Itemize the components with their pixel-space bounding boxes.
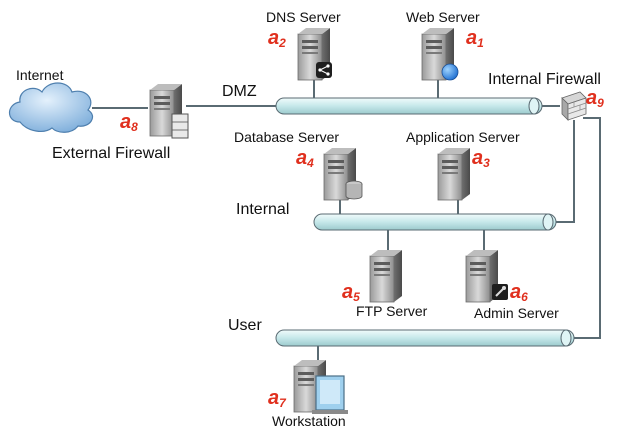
svg-text:a2: a2: [268, 27, 286, 50]
annotation-a8: a8: [120, 111, 138, 134]
annotation-a2: a2: [268, 27, 286, 50]
application-server-icon: [437, 147, 471, 201]
svg-text:a8: a8: [120, 111, 138, 134]
internal-bus: [313, 213, 557, 231]
dmz-label: DMZ: [222, 83, 257, 100]
annotation-a1: a1: [466, 27, 484, 50]
admin-server-icon: [465, 249, 508, 303]
external-firewall-icon: [149, 83, 189, 139]
annotation-a7: a7: [268, 387, 287, 410]
workstation-icon: [293, 359, 348, 414]
ftp-server-icon: [369, 249, 403, 303]
workstation-label: Workstation: [272, 413, 346, 429]
database-server-icon: [323, 147, 363, 201]
svg-text:a3: a3: [472, 147, 490, 170]
external-firewall-label: External Firewall: [52, 145, 170, 162]
internal-firewall-to-internal-wire: [556, 120, 575, 223]
connection-wires: [92, 80, 601, 362]
web-server-label: Web Server: [406, 9, 480, 25]
internet-cloud-icon: [8, 82, 93, 133]
admin-server-label: Admin Server: [474, 305, 559, 321]
svg-text:a7: a7: [268, 387, 287, 410]
svg-text:a5: a5: [342, 281, 360, 304]
svg-text:a9: a9: [586, 87, 604, 110]
annotation-a6: a6: [510, 281, 528, 304]
annotation-a4: a4: [296, 147, 314, 170]
internet-label: Internet: [16, 67, 64, 83]
internal-label: Internal: [236, 201, 289, 218]
internal-firewall-label: Internal Firewall: [488, 71, 601, 88]
user-bus: [275, 329, 575, 347]
svg-text:a4: a4: [296, 147, 314, 170]
annotation-a5: a5: [342, 281, 360, 304]
svg-text:a1: a1: [466, 27, 484, 50]
svg-text:a6: a6: [510, 281, 528, 304]
annotation-a3: a3: [472, 147, 490, 170]
web-server-icon: [421, 27, 459, 81]
application-server-label: Application Server: [406, 129, 520, 145]
database-server-label: Database Server: [234, 129, 339, 145]
dns-server-label: DNS Server: [266, 9, 341, 25]
dmz-bus: [275, 97, 543, 115]
internal-firewall-icon: [561, 91, 587, 121]
ftp-server-label: FTP Server: [356, 303, 428, 319]
dns-server-icon: [297, 27, 332, 81]
user-label: User: [228, 317, 262, 334]
internal-firewall-to-user-wire: [574, 117, 601, 339]
annotation-a9: a9: [586, 87, 604, 110]
